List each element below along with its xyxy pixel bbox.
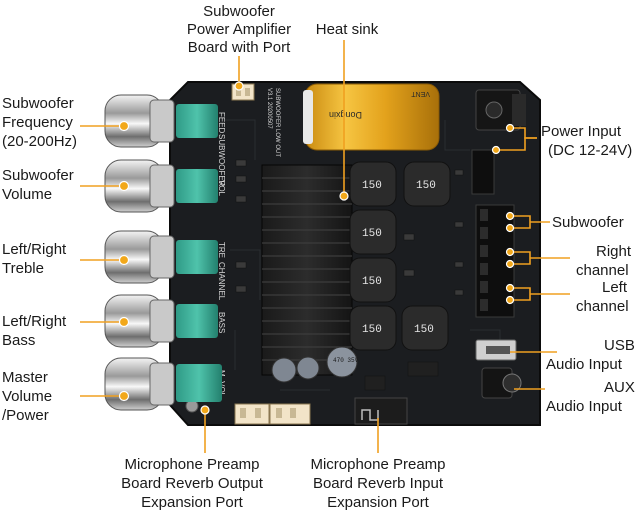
svg-text:Right: Right: [596, 243, 632, 260]
svg-text:Volume: Volume: [2, 186, 52, 203]
svg-text:Master: Master: [2, 369, 48, 386]
svg-text:Subwoofer: Subwoofer: [2, 167, 74, 184]
inductor-2: 150: [403, 161, 451, 207]
svg-text:Frequency: Frequency: [2, 114, 73, 131]
inductor-4: 150: [349, 257, 397, 303]
pot-body: [176, 364, 222, 402]
svg-text:(DC 12-24V): (DC 12-24V): [548, 142, 632, 159]
label-bass: Left/Right Bass: [2, 313, 67, 349]
svg-text:Subwoofer: Subwoofer: [203, 3, 275, 20]
svg-text:Volume: Volume: [2, 388, 52, 405]
reverb-output-connector[interactable]: [234, 403, 270, 425]
svg-text:Bass: Bass: [2, 332, 35, 349]
knob-subwoofer-frequency[interactable]: [104, 94, 218, 148]
label-heat-sink: Heat sink: [316, 21, 379, 38]
silk-version: V3.1 20200507: [266, 88, 272, 129]
svg-text:Microphone Preamp: Microphone Preamp: [124, 456, 259, 473]
small-capacitors: 470 35V: [271, 346, 359, 383]
bluetooth-module: [354, 397, 408, 425]
capacitor-brand: Dongxin: [329, 110, 362, 120]
pot-body: [176, 304, 218, 338]
label-subwoofer-amp-board: Subwoofer Power Amplifier Board with Por…: [187, 3, 291, 56]
label-reverb-output: Microphone Preamp Board Reverb Output Ex…: [121, 456, 264, 511]
svg-text:150: 150: [416, 180, 436, 192]
svg-text:Board Reverb Output: Board Reverb Output: [121, 475, 264, 492]
svg-text:(20-200Hz): (20-200Hz): [2, 133, 77, 150]
svg-text:AUX: AUX: [604, 379, 635, 396]
label-reverb-input: Microphone Preamp Board Reverb Input Exp…: [310, 456, 445, 511]
usb-port[interactable]: [475, 339, 517, 361]
inductor-5: 150: [349, 305, 397, 351]
capacitor-vent: VENT: [411, 90, 430, 97]
svg-text:150: 150: [362, 324, 382, 336]
label-power-input: Power Input (DC 12-24V): [541, 123, 632, 159]
svg-text:channel: channel: [576, 262, 629, 279]
knob-bass[interactable]: [104, 294, 218, 348]
silk-board-id: SUBWOOFER LOW OUT: [274, 88, 280, 157]
inductor-3: 150: [349, 209, 397, 255]
knob-master-volume[interactable]: [104, 357, 222, 411]
svg-text:Left: Left: [602, 279, 628, 296]
small-cap-label: 470 35V: [333, 357, 359, 364]
silk-feed: FEED: [217, 112, 226, 134]
label-master-volume: Master Volume /Power: [2, 369, 52, 424]
label-right-channel: Right channel: [576, 243, 632, 279]
knob-subwoofer-volume[interactable]: [104, 159, 218, 213]
svg-text:Subwoofer: Subwoofer: [552, 214, 624, 231]
label-usb-input: USB Audio Input: [546, 337, 635, 373]
label-subwoofer-output: Subwoofer: [552, 214, 624, 231]
label-subwoofer-frequency: Subwoofer Frequency (20-200Hz): [2, 95, 77, 150]
label-left-channel: Left channel: [576, 279, 629, 315]
smd-components: [235, 159, 464, 391]
svg-text:150: 150: [414, 324, 434, 336]
silk-bass: BASS: [217, 312, 226, 333]
silk-tre: TRE: [217, 242, 226, 258]
svg-text:150: 150: [362, 276, 382, 288]
svg-text:/Power: /Power: [2, 407, 49, 424]
svg-text:Left/Right: Left/Right: [2, 313, 67, 330]
svg-text:USB: USB: [604, 337, 635, 354]
svg-text:Subwoofer: Subwoofer: [2, 95, 74, 112]
svg-text:Left/Right: Left/Right: [2, 241, 67, 258]
svg-text:Board with Port: Board with Port: [188, 39, 291, 56]
aux-jack[interactable]: [481, 367, 522, 399]
svg-text:Power Amplifier: Power Amplifier: [187, 21, 291, 38]
electrolytic-capacitor: Dongxin VENT: [303, 83, 440, 151]
svg-text:Expansion Port: Expansion Port: [327, 494, 430, 511]
leader-lines: [80, 40, 570, 453]
label-aux-input: AUX Audio Input: [546, 379, 635, 415]
black-header-block: [471, 149, 495, 195]
svg-text:Heat sink: Heat sink: [316, 21, 379, 38]
svg-text:Board Reverb Input: Board Reverb Input: [313, 475, 444, 492]
svg-text:Microphone Preamp: Microphone Preamp: [310, 456, 445, 473]
power-jack[interactable]: [475, 89, 526, 131]
svg-text:150: 150: [362, 228, 382, 240]
knob-treble[interactable]: [104, 230, 218, 284]
svg-text:Power Input: Power Input: [541, 123, 622, 140]
pot-body: [176, 240, 218, 274]
inductors: 150 150 150 150 150 150: [349, 161, 451, 351]
inductor-1: 150: [349, 161, 397, 207]
label-treble: Left/Right Treble: [2, 241, 67, 277]
silk-vol: VOL: [217, 180, 226, 197]
pot-body: [176, 169, 218, 203]
svg-text:Expansion Port: Expansion Port: [141, 494, 244, 511]
svg-text:Treble: Treble: [2, 260, 44, 277]
marker-dots: [118, 81, 515, 415]
inductor-6: 150: [401, 305, 449, 351]
svg-text:Audio Input: Audio Input: [546, 398, 623, 415]
svg-text:channel: channel: [576, 298, 629, 315]
label-subwoofer-volume: Subwoofer Volume: [2, 167, 74, 203]
pot-body: [176, 104, 218, 138]
silk-subwoofer: SUBWOOFER: [217, 134, 226, 187]
svg-text:150: 150: [362, 180, 382, 192]
heat-sink: [261, 164, 353, 376]
reverb-input-connector[interactable]: [269, 403, 311, 425]
svg-text:Audio Input: Audio Input: [546, 356, 623, 373]
silk-channel: CHANNEL: [217, 262, 226, 301]
